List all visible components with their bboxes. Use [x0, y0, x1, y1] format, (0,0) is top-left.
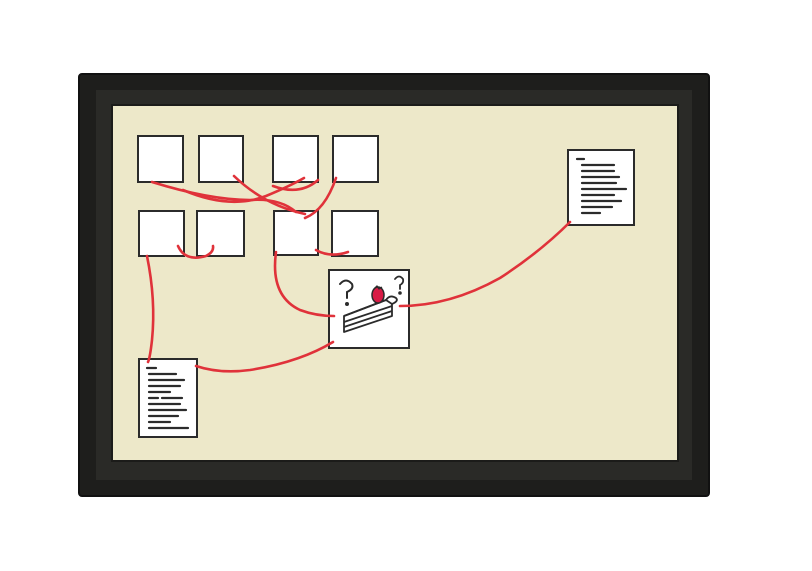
card[interactable]: [272, 135, 319, 183]
card[interactable]: [138, 210, 185, 257]
red-strings: [145, 174, 572, 373]
document-text-lines: [145, 366, 190, 430]
card[interactable]: [196, 210, 245, 257]
card[interactable]: [198, 135, 244, 183]
question-mark-icon: [339, 279, 354, 306]
card[interactable]: [331, 210, 379, 257]
card[interactable]: [332, 135, 379, 183]
central-photo[interactable]: [328, 269, 410, 349]
card-grid: [137, 135, 379, 257]
document-top-right[interactable]: [567, 149, 635, 226]
card[interactable]: [273, 210, 319, 256]
document-icon: [567, 149, 635, 226]
card[interactable]: [137, 135, 184, 183]
cake-icon: [343, 285, 398, 333]
question-mark-icon: [394, 275, 405, 295]
document-bottom-left[interactable]: [138, 358, 198, 438]
document-text-lines: [575, 157, 628, 215]
